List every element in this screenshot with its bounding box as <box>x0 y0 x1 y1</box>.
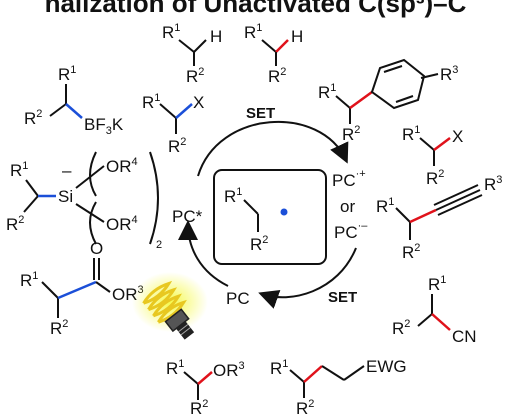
svg-text:2: 2 <box>156 239 162 251</box>
alkyl-ester: O R1 OR3 R2 <box>20 239 144 338</box>
excited-photocatalyst: PC* <box>172 207 203 226</box>
svg-text:R1: R1 <box>244 22 262 42</box>
svg-text:X: X <box>193 93 204 112</box>
svg-text:R2: R2 <box>296 398 314 418</box>
svg-text:H: H <box>291 27 303 46</box>
svg-text:R2: R2 <box>268 66 286 86</box>
svg-text:R2: R2 <box>24 108 42 128</box>
cyanated-product: R1 R2 CN <box>392 274 477 346</box>
svg-text:O: O <box>90 239 103 258</box>
svg-text:R1: R1 <box>20 270 38 290</box>
svg-text:R2: R2 <box>250 234 268 254</box>
svg-text:EWG: EWG <box>366 357 407 376</box>
radical-dot <box>280 208 288 216</box>
svg-text:R1: R1 <box>376 196 394 216</box>
photocatalyst-anion: PC·– <box>334 220 368 242</box>
set-label-top: SET <box>246 105 275 122</box>
svg-text:R1: R1 <box>166 358 184 378</box>
alkynylated-product: R1 R3 R2 <box>376 174 502 262</box>
svg-text:X: X <box>452 127 463 146</box>
light-bulb-icon <box>132 272 208 340</box>
alkyl-halide: R1 X R2 <box>142 92 204 156</box>
svg-text:R3: R3 <box>440 64 458 84</box>
halide-product: R1 X R2 <box>402 124 463 188</box>
svg-text:R1: R1 <box>58 64 76 84</box>
photocatalyst-cation: PC·+ <box>332 168 366 190</box>
svg-text:R1: R1 <box>428 274 446 294</box>
svg-text:R2: R2 <box>50 318 68 338</box>
arylated-product: R1 R3 R2 <box>318 58 458 144</box>
svg-text:OR3: OR3 <box>213 360 245 380</box>
ground-state-photocatalyst: PC <box>226 289 250 308</box>
ether-product: R1 OR3 R2 <box>166 358 245 418</box>
or-label: or <box>340 197 355 216</box>
svg-text:R1: R1 <box>224 186 242 206</box>
svg-text:R2: R2 <box>190 398 208 418</box>
svg-text:OR4: OR4 <box>106 214 138 234</box>
alkyl-radical-box: R1 R2 <box>213 169 327 265</box>
svg-text:Si: Si <box>58 187 73 206</box>
svg-text:R3: R3 <box>484 174 502 194</box>
svg-text:R1: R1 <box>142 92 160 112</box>
photoredox-cycle: SET SET PC* PC·+ or PC·– PC <box>172 105 368 309</box>
svg-text:BF3K: BF3K <box>84 115 124 137</box>
alkyl-trifluoroborate: R1 R2 BF3K <box>24 64 124 137</box>
svg-text:R2: R2 <box>168 136 186 156</box>
svg-text:R1: R1 <box>162 22 180 42</box>
svg-text:R2: R2 <box>186 66 204 86</box>
svg-text:R2: R2 <box>402 242 420 262</box>
page-title: nalization of Unactivated C(sp³)–C <box>44 0 467 18</box>
svg-text:H: H <box>210 27 222 46</box>
svg-text:R2: R2 <box>392 318 410 338</box>
set-label-bottom: SET <box>328 289 357 306</box>
svg-text:R2: R2 <box>6 214 24 234</box>
giese-addition-product: R1 EWG R2 <box>270 357 407 418</box>
alkyl-silicate: R1 R2 Si – OR4 OR4 2 <box>6 151 162 251</box>
svg-text:R2: R2 <box>342 124 360 144</box>
svg-text:CN: CN <box>452 327 477 346</box>
svg-text:R1: R1 <box>402 124 420 144</box>
svg-text:OR4: OR4 <box>106 156 138 176</box>
svg-text:R1: R1 <box>10 160 28 180</box>
svg-text:–: – <box>62 161 72 180</box>
svg-text:R1: R1 <box>270 358 288 378</box>
svg-text:R1: R1 <box>318 82 336 102</box>
alkane-c-h-black: R1 H R2 <box>162 22 222 86</box>
svg-text:R2: R2 <box>426 168 444 188</box>
alkane-c-h-red: R1 H R2 <box>244 22 303 86</box>
